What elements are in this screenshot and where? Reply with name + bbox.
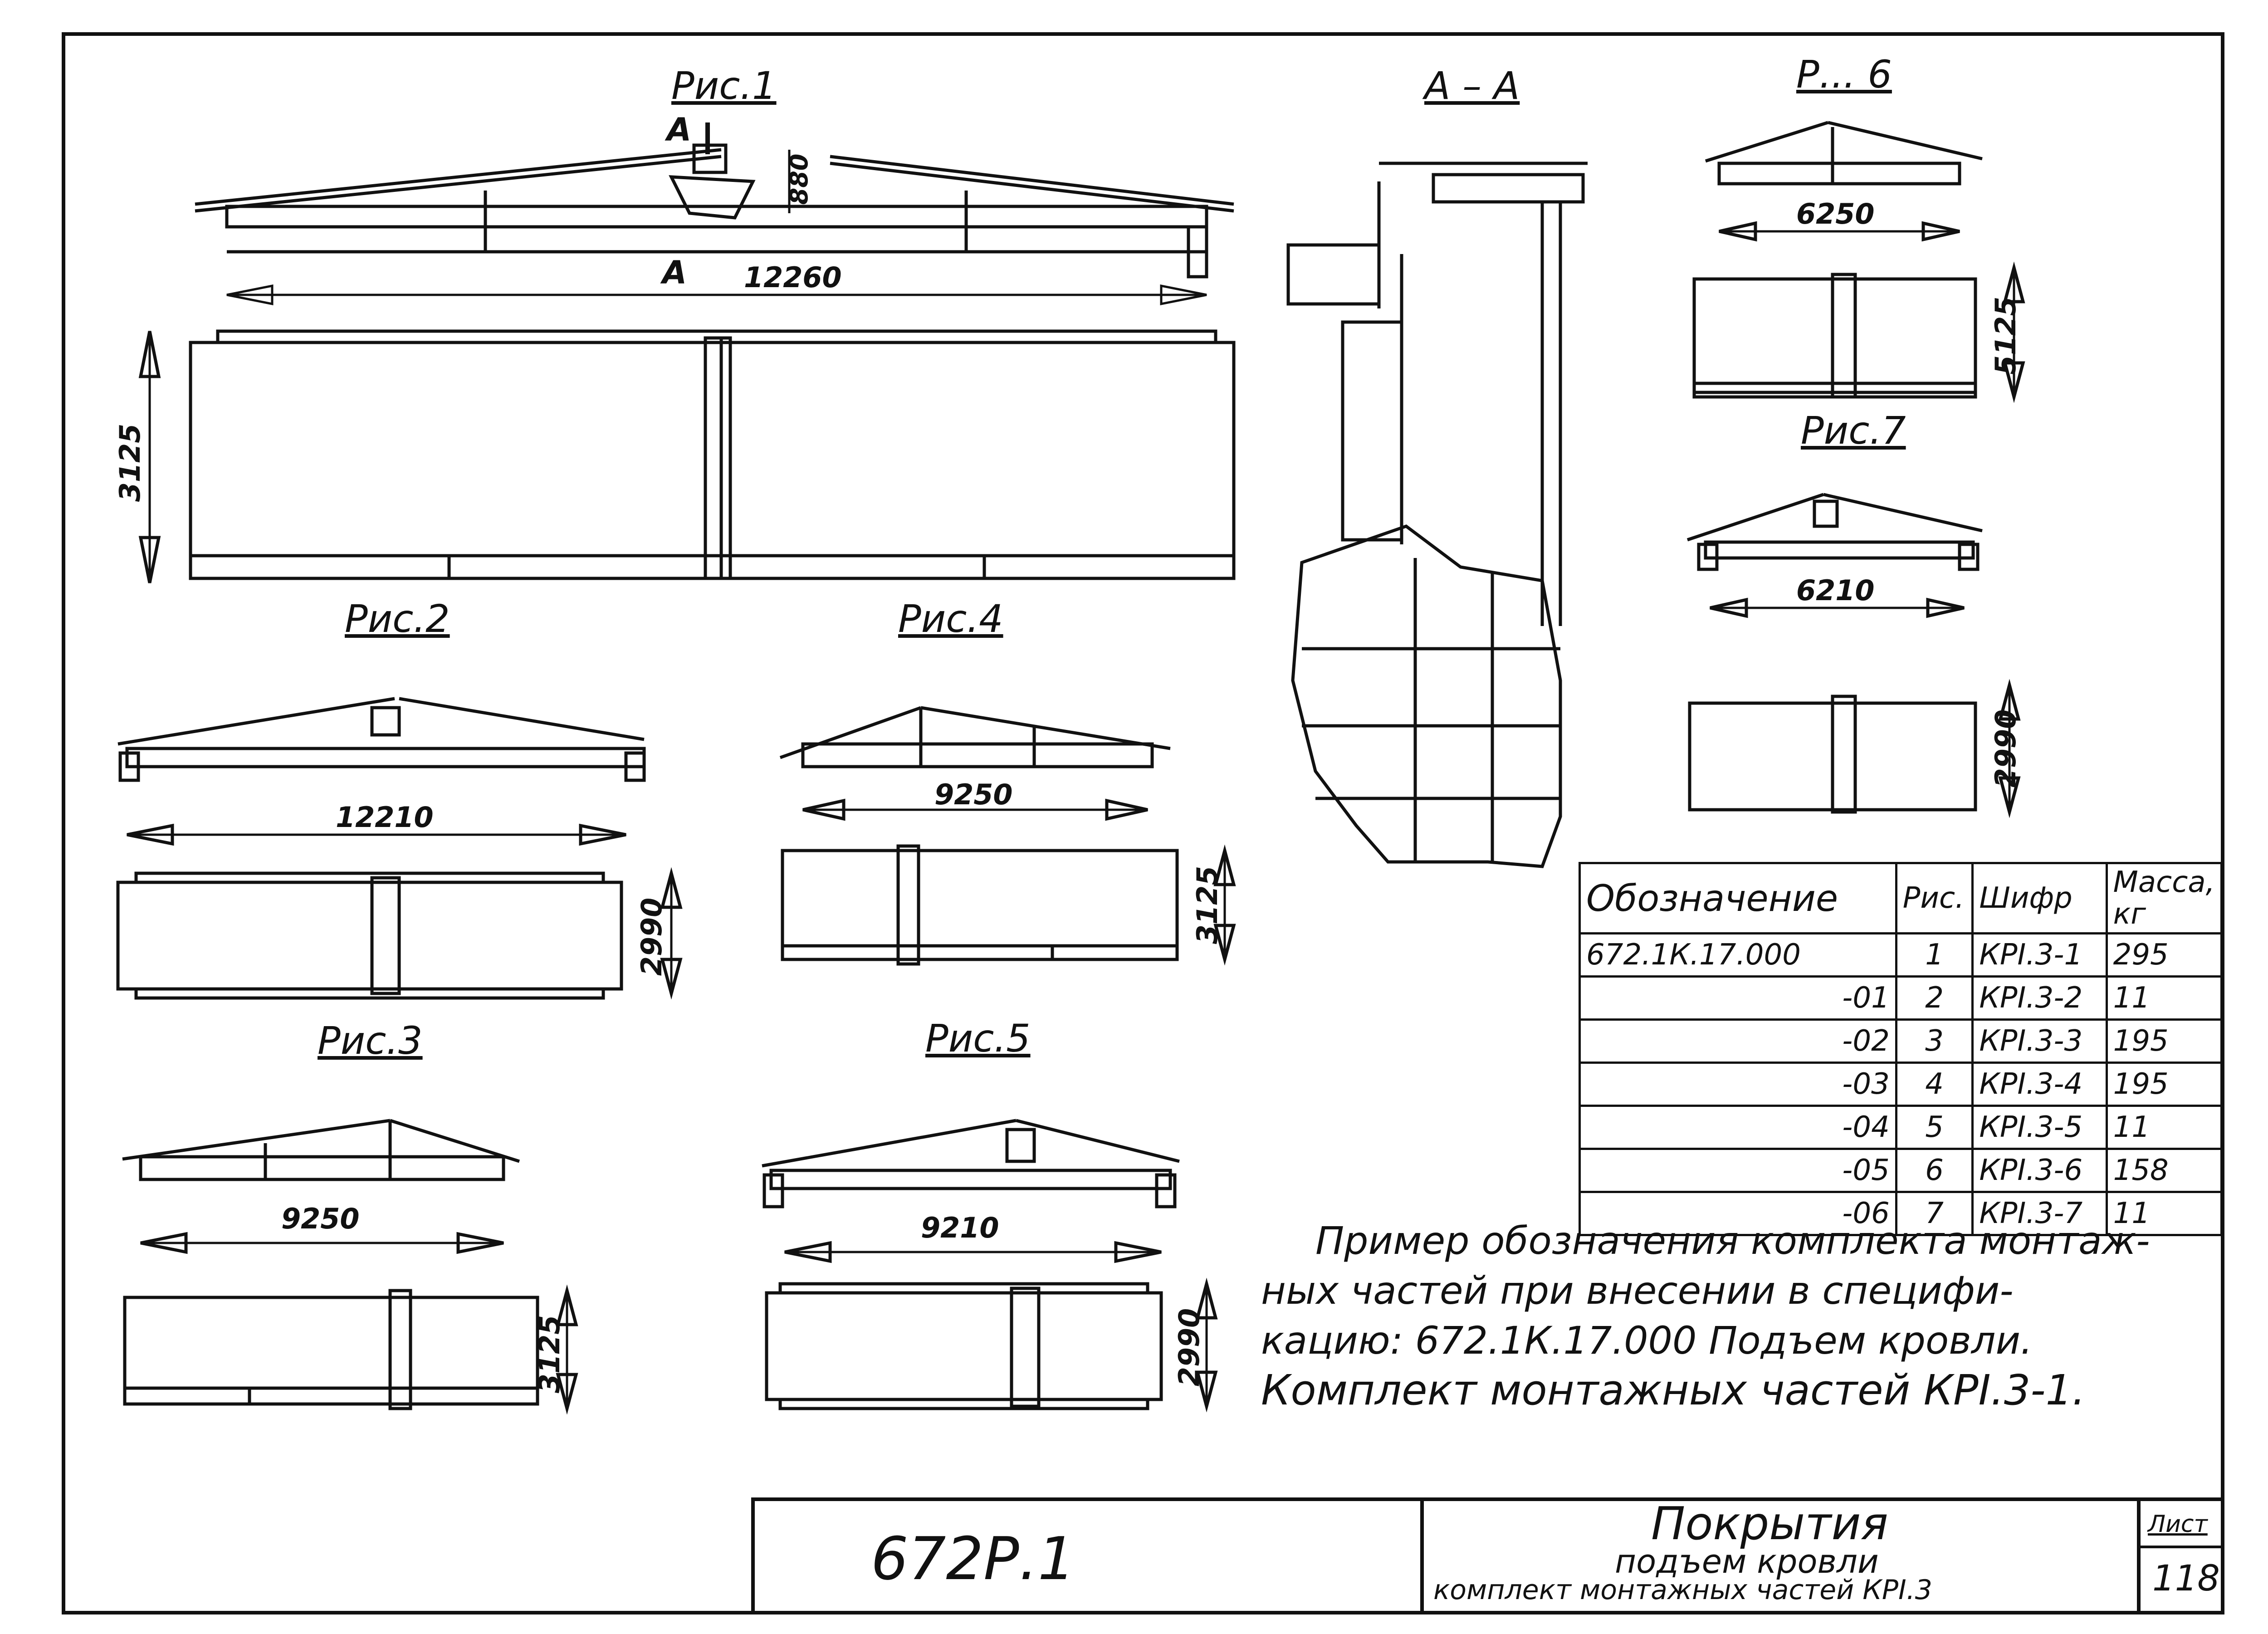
spec-row: 672.1К.17.000 1 КРI.3-1 295 <box>1579 932 2223 978</box>
fig2-dim-width: 2990 <box>635 897 668 976</box>
spec-cell-fig: 4 <box>1895 1062 1974 1107</box>
spec-cell-code: КРI.3-5 <box>1971 1105 2108 1150</box>
fig4-dim-width: 3125 <box>1191 866 1224 944</box>
fig3-elevation <box>122 1119 520 1254</box>
spec-cell-fig: 5 <box>1895 1105 1974 1150</box>
spec-header-mass: Масса, кг <box>2105 862 2223 934</box>
spec-cell-mass: 11 <box>2105 1105 2223 1150</box>
note-line: Комплект монтажных частей КРI.3-1. <box>1261 1366 2086 1414</box>
fig2-title: Рис.2 <box>345 597 450 641</box>
note-line: ных частей при внесении в специфи- <box>1261 1268 2014 1313</box>
spec-cell-mass: 11 <box>2105 975 2223 1021</box>
spec-cell-mass: 195 <box>2105 1062 2223 1107</box>
fig1-dim-width: 3125 <box>113 423 147 502</box>
spec-cell-fig: 7 <box>1895 1191 1974 1236</box>
spec-row: -04 5 КРI.3-5 11 <box>1579 1105 2223 1150</box>
spec-cell-fig: 1 <box>1895 932 1974 978</box>
spec-cell-designation: -05 <box>1579 1148 1897 1193</box>
spec-cell-mass: 295 <box>2105 932 2223 978</box>
fig7-title: Рис.7 <box>1801 408 1906 453</box>
fig1-section-mark-bottom: A <box>662 254 687 291</box>
spec-cell-code: КРI.3-4 <box>1971 1062 2108 1107</box>
fig7-dim-length: 6210 <box>1796 574 1875 607</box>
spec-cell-fig: 3 <box>1895 1018 1974 1064</box>
spec-header-row: Обозначение Рис. Шифр Масса, кг <box>1579 862 2223 934</box>
spec-cell-designation: -06 <box>1579 1191 1897 1236</box>
fig6-dim-length: 6250 <box>1796 197 1875 230</box>
spec-cell-designation: -02 <box>1579 1018 1897 1064</box>
spec-row: -02 3 КРI.3-3 195 <box>1579 1018 2223 1064</box>
fig1-section-mark-top: A <box>667 111 692 148</box>
fig3-plan <box>123 1284 578 1415</box>
fig6-dim-width: 5125 <box>1989 296 2022 375</box>
fig6-title: Р... 6 <box>1796 52 1892 97</box>
title-block-title: Покрытия <box>1651 1497 1888 1550</box>
fig2-dim-length: 12210 <box>336 801 434 834</box>
sheet-number: 118 <box>2152 1558 2220 1599</box>
fig4-plan <box>781 844 1236 966</box>
spec-table: Обозначение Рис. Шифр Масса, кг 672.1К.1… <box>1579 862 2223 1236</box>
spec-cell-designation: -03 <box>1579 1062 1897 1107</box>
fig5-plan <box>765 1277 1218 1413</box>
fig5-elevation <box>762 1119 1180 1263</box>
spec-row: -05 6 КРI.3-6 158 <box>1579 1148 2223 1193</box>
spec-header-fig: Рис. <box>1895 862 1974 934</box>
spec-row: -01 2 КРI.3-2 11 <box>1579 975 2223 1021</box>
fig5-dim-width: 2990 <box>1173 1308 1206 1387</box>
spec-cell-mass: 11 <box>2105 1191 2223 1236</box>
fig5-title: Рис.5 <box>925 1016 1031 1061</box>
fig1-title: Рис.1 <box>671 64 777 108</box>
spec-header-code: Шифр <box>1971 862 2108 934</box>
fig7-plan <box>1688 679 2021 818</box>
note-line: кацию: 672.1К.17.000 Подъем кровли. <box>1261 1318 2033 1363</box>
spec-cell-code: КРI.3-6 <box>1971 1148 2108 1193</box>
document-code: 672Р.1 <box>871 1524 1075 1593</box>
fig4-elevation <box>779 706 1171 821</box>
spec-cell-fig: 2 <box>1895 975 1974 1021</box>
section-a-a-title: А – А <box>1424 64 1520 108</box>
spec-cell-designation: -01 <box>1579 975 1897 1021</box>
fig2-plan <box>116 867 683 1000</box>
spec-cell-fig: 6 <box>1895 1148 1974 1193</box>
designation-note: Пример обозначения комплекта монтаж- ных… <box>1261 1216 2150 1415</box>
title-block-frame <box>751 1497 2224 1614</box>
fig3-dim-length: 9250 <box>281 1202 360 1235</box>
spec-cell-mass: 195 <box>2105 1018 2223 1064</box>
spec-cell-designation: 672.1К.17.000 <box>1579 932 1897 978</box>
spec-cell-code: КРI.3-3 <box>1971 1018 2108 1064</box>
spec-cell-code: КРI.3-7 <box>1971 1191 2108 1236</box>
fig1-plan <box>138 329 1236 583</box>
spec-cell-designation: -04 <box>1579 1105 1897 1150</box>
fig4-dim-length: 9250 <box>934 778 1013 811</box>
spec-cell-mass: 158 <box>2105 1148 2223 1193</box>
note-line: Пример обозначения комплекта монтаж- <box>1315 1218 2150 1263</box>
fig6-elevation <box>1705 121 1983 242</box>
fig7-dim-width: 2990 <box>1989 709 2022 788</box>
fig1-elevation <box>195 122 1234 279</box>
fig3-dim-width: 3125 <box>533 1315 566 1394</box>
fig6-plan <box>1692 261 2025 403</box>
spec-row: -06 7 КРI.3-7 11 <box>1579 1191 2223 1236</box>
fig1-dim-small: 880 <box>785 153 813 205</box>
fig2-elevation <box>117 697 646 846</box>
fig3-title: Рис.3 <box>318 1018 423 1063</box>
title-block-subtitle: подъем кровли <box>1615 1542 1879 1580</box>
spec-row: -03 4 КРI.3-4 195 <box>1579 1062 2223 1107</box>
fig7-elevation <box>1686 493 1983 618</box>
spec-cell-code: КРI.3-2 <box>1971 975 2108 1021</box>
fig5-dim-length: 9210 <box>921 1211 999 1244</box>
title-block-description: комплект монтажных частей КРI.3 <box>1433 1574 1932 1606</box>
section-a-a <box>1286 161 1588 868</box>
sheet-label: Лист <box>2148 1511 2208 1538</box>
fig1-dim-length: 12260 <box>744 261 842 294</box>
fig4-title: Рис.4 <box>898 597 1003 641</box>
spec-header-designation: Обозначение <box>1579 862 1897 934</box>
spec-cell-code: КРI.3-1 <box>1971 932 2108 978</box>
